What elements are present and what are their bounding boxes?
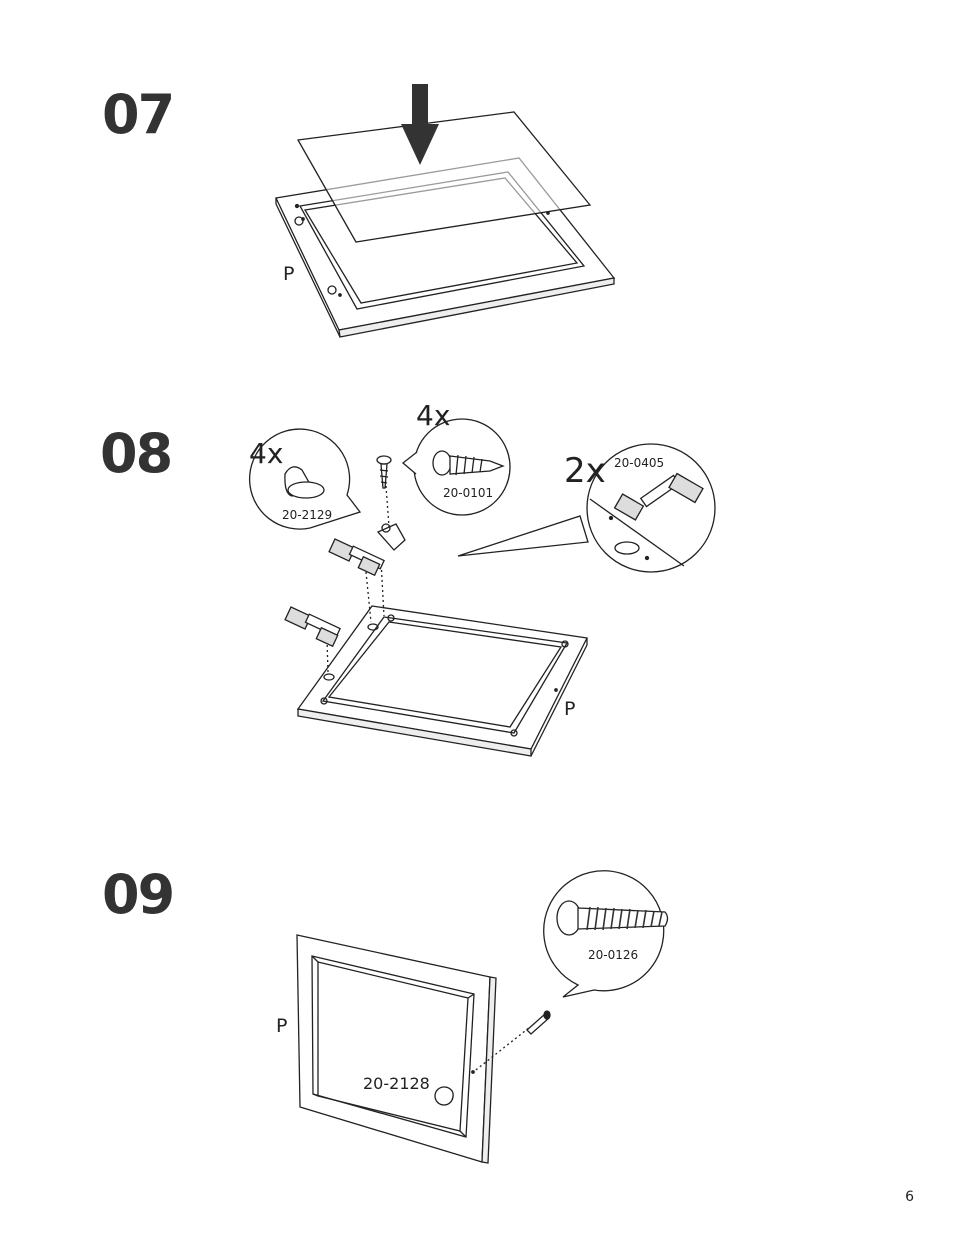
step-09-number: 09 [102,863,175,926]
hinge-icon [328,538,385,577]
bolt-icon [526,1010,551,1035]
step-08-illustration [248,418,716,757]
hinge-icon [613,472,704,521]
bumper-icon [376,523,406,551]
screw-icon [432,450,505,476]
callout-bubble [248,428,362,530]
hinge-icon [284,606,341,648]
screw-code: 20-0126 [588,948,638,962]
step-09-part-label: P [276,1015,287,1037]
step-07-number: 07 [102,83,175,146]
step-07-illustration [275,84,616,338]
step-08-part-label: P [564,698,575,720]
door-frame [296,605,588,750]
callout-qty: 4x [416,399,450,432]
callout-bubble [401,418,511,516]
zoom-callout [457,443,716,573]
page-number: 6 [905,1189,914,1205]
part-code: 20-2129 [282,508,332,522]
step-09-illustration [296,870,669,1164]
glass-panel [296,111,592,243]
knob-icon [434,1086,454,1106]
callout-qty: 4x [249,437,283,470]
screw-icon [376,455,392,489]
step-08-number: 08 [100,422,173,485]
part-code: 20-0405 [614,456,664,470]
part-code: 20-0101 [443,486,493,500]
door-front [296,934,491,1163]
down-arrow-icon [401,84,439,165]
knob-code: 20-2128 [363,1074,430,1093]
callout-bubble [543,870,669,998]
callout-qty: 2x [564,451,606,491]
step-07-part-label: P [283,263,294,285]
